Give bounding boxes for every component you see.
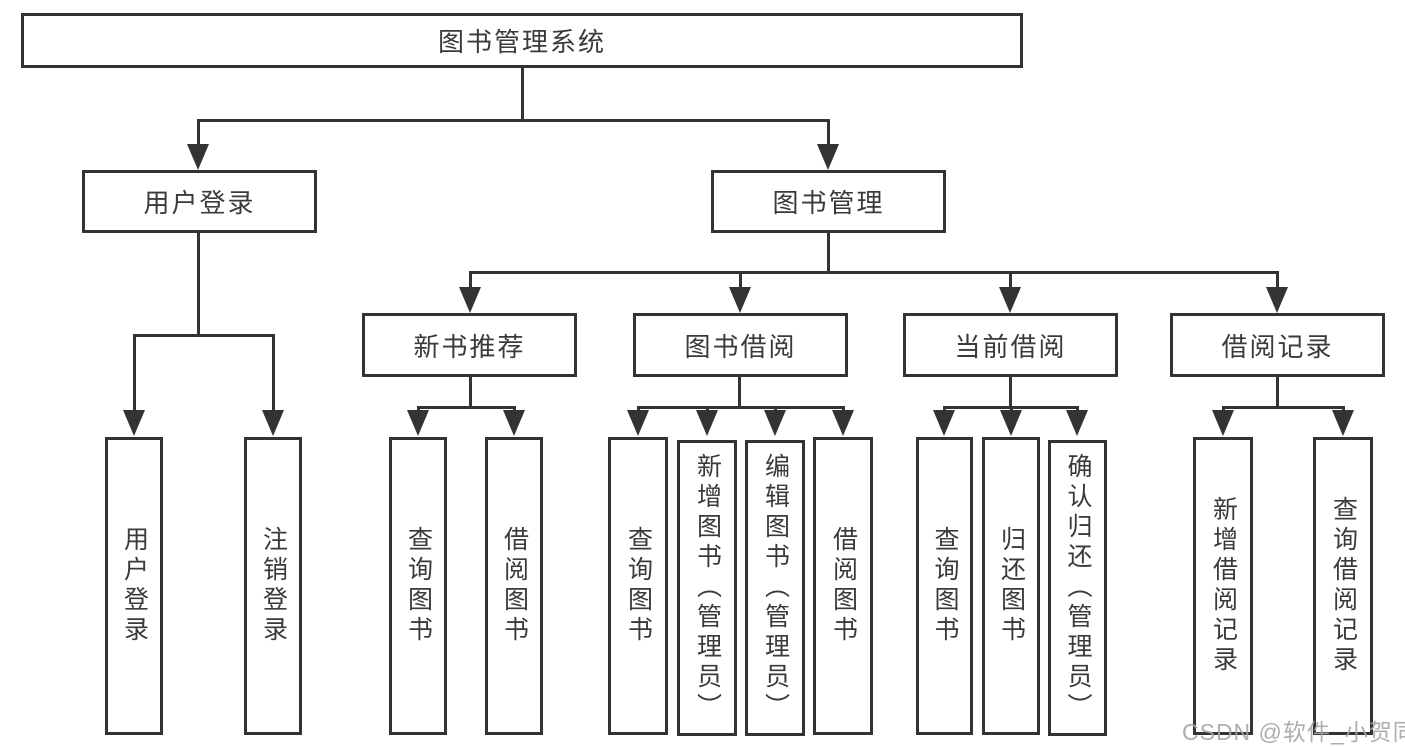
arrow-down-icon [459, 287, 481, 313]
leaf-query-book-borrow: 查询图书 [608, 437, 668, 735]
leaf-borrow-book: 借阅图书 [813, 437, 873, 735]
connector-newbook-bus [417, 406, 516, 409]
node-user-login: 用户登录 [82, 170, 317, 233]
leaf-query-book-current: 查询图书 [916, 437, 973, 735]
node-label: 图书借阅 [684, 331, 797, 362]
arrow-down-icon [1266, 287, 1288, 313]
node-library-system: 图书管理系统 [21, 13, 1023, 68]
arrow-down-icon [832, 410, 854, 436]
node-label: 用户登录 [143, 188, 256, 218]
node-borrow-records: 借阅记录 [1170, 313, 1385, 377]
arrow-down-icon [999, 287, 1021, 313]
connector-user-login-bus [133, 334, 274, 337]
node-label: 注销登录 [259, 526, 288, 646]
leaf-user-login: 用户登录 [105, 437, 163, 735]
arrow-down-icon [1066, 410, 1088, 436]
leaf-edit-book-admin: 编辑图书（管理员） [745, 440, 805, 736]
node-current-borrow: 当前借阅 [903, 313, 1118, 377]
arrow-down-icon [696, 410, 718, 436]
node-book-management: 图书管理 [711, 170, 946, 233]
leaf-logout: 注销登录 [244, 437, 302, 735]
node-label: 借阅图书 [829, 526, 858, 646]
connector-borrow-down [738, 377, 741, 409]
connector-root-bus [197, 119, 830, 122]
connector-user-login-stem [197, 119, 200, 149]
arrow-down-icon [729, 287, 751, 313]
node-label: 新书推荐 [413, 331, 526, 362]
connector-records-down [1276, 377, 1279, 409]
arrow-down-icon [817, 144, 839, 170]
leaf-return-book: 归还图书 [982, 437, 1040, 735]
connector-leaf-stem [739, 271, 742, 293]
leaf-add-book-admin: 新增图书（管理员） [677, 440, 737, 736]
connector-level3-bus [469, 271, 1279, 274]
arrow-down-icon [262, 410, 284, 436]
node-label: 当前借阅 [954, 331, 1067, 362]
node-label: 查询图书 [931, 526, 959, 646]
arrow-down-icon [1212, 410, 1234, 436]
connector-borrow-bus [637, 406, 845, 409]
csdn-watermark: CSDN @软件_小贺同学 [1182, 719, 1405, 745]
arrow-down-icon [187, 144, 209, 170]
arrow-down-icon [764, 410, 786, 436]
connector-user-login-down [197, 233, 200, 336]
arrow-down-icon [1332, 410, 1354, 436]
node-label: 借阅记录 [1221, 331, 1334, 362]
connector-records-bus [1222, 406, 1344, 409]
leaf-query-book-recommend: 查询图书 [389, 437, 447, 735]
leaf-confirm-return-admin: 确认归还（管理员） [1048, 440, 1107, 736]
node-label: 借阅图书 [500, 526, 529, 646]
leaf-borrow-book-recommend: 借阅图书 [485, 437, 543, 735]
arrow-down-icon [503, 410, 525, 436]
connector-leaf-stem [469, 271, 472, 293]
node-label: 新增图书（管理员） [693, 453, 722, 723]
node-label: 归还图书 [997, 526, 1026, 646]
connector-leaf-stem [272, 334, 275, 414]
arrow-down-icon [627, 410, 649, 436]
connector-leaf-stem [1009, 271, 1012, 293]
node-book-borrow: 图书借阅 [633, 313, 848, 377]
connector-book-mgmt-stem [827, 119, 830, 149]
connector-root-stem [521, 68, 524, 120]
node-label: 图书管理系统 [437, 27, 606, 57]
node-label: 新增借阅记录 [1209, 496, 1238, 676]
leaf-add-borrow-record: 新增借阅记录 [1193, 437, 1253, 735]
arrow-down-icon [1000, 410, 1022, 436]
arrow-down-icon [123, 410, 145, 436]
connector-leaf-stem [1276, 271, 1279, 293]
connector-current-down [1009, 377, 1012, 409]
arrow-down-icon [933, 410, 955, 436]
connector-newbook-down [469, 377, 472, 409]
node-new-book-recommend: 新书推荐 [362, 313, 577, 377]
arrow-down-icon [407, 410, 429, 436]
leaf-query-borrow-record: 查询借阅记录 [1313, 437, 1373, 735]
node-label: 查询借阅记录 [1329, 496, 1358, 676]
node-label: 确认归还（管理员） [1064, 453, 1092, 723]
node-label: 编辑图书（管理员） [761, 453, 790, 723]
node-label: 用户登录 [120, 526, 149, 646]
connector-leaf-stem [133, 334, 136, 414]
node-label: 图书管理 [772, 188, 885, 218]
node-label: 查询图书 [624, 526, 653, 646]
node-label: 查询图书 [404, 526, 433, 646]
connector-book-mgmt-down [827, 233, 830, 273]
